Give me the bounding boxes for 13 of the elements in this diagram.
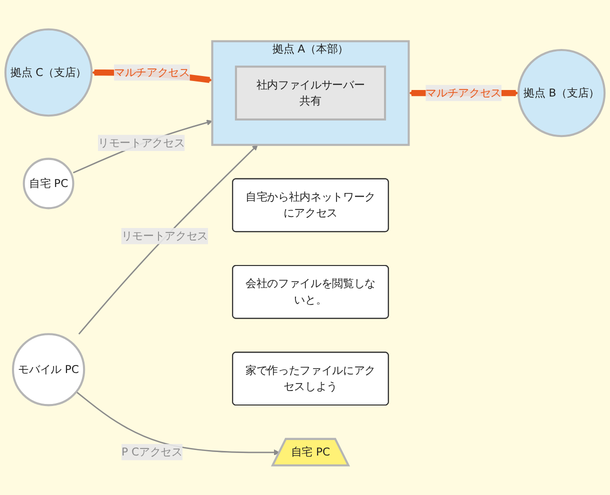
node-circle: 拠点 B（支店） [517,49,606,138]
node-box: 社内ファイルサーバー 共有 [234,66,386,121]
node-circle: 自宅 PC [22,158,74,210]
arrow [76,391,280,456]
arrow [72,120,213,174]
edge-label: マルチアクセス [114,66,190,79]
node-circle: モバイル PC [12,333,86,406]
edge-label: リモートアクセス [98,136,185,150]
edge-label: P Cアクセス [121,445,182,458]
edge-label: マルチアクセス [426,86,502,100]
edge-label: リモートアクセス [121,229,208,242]
arrow [78,144,258,335]
node-circle: 拠点 C（支店） [4,28,93,117]
